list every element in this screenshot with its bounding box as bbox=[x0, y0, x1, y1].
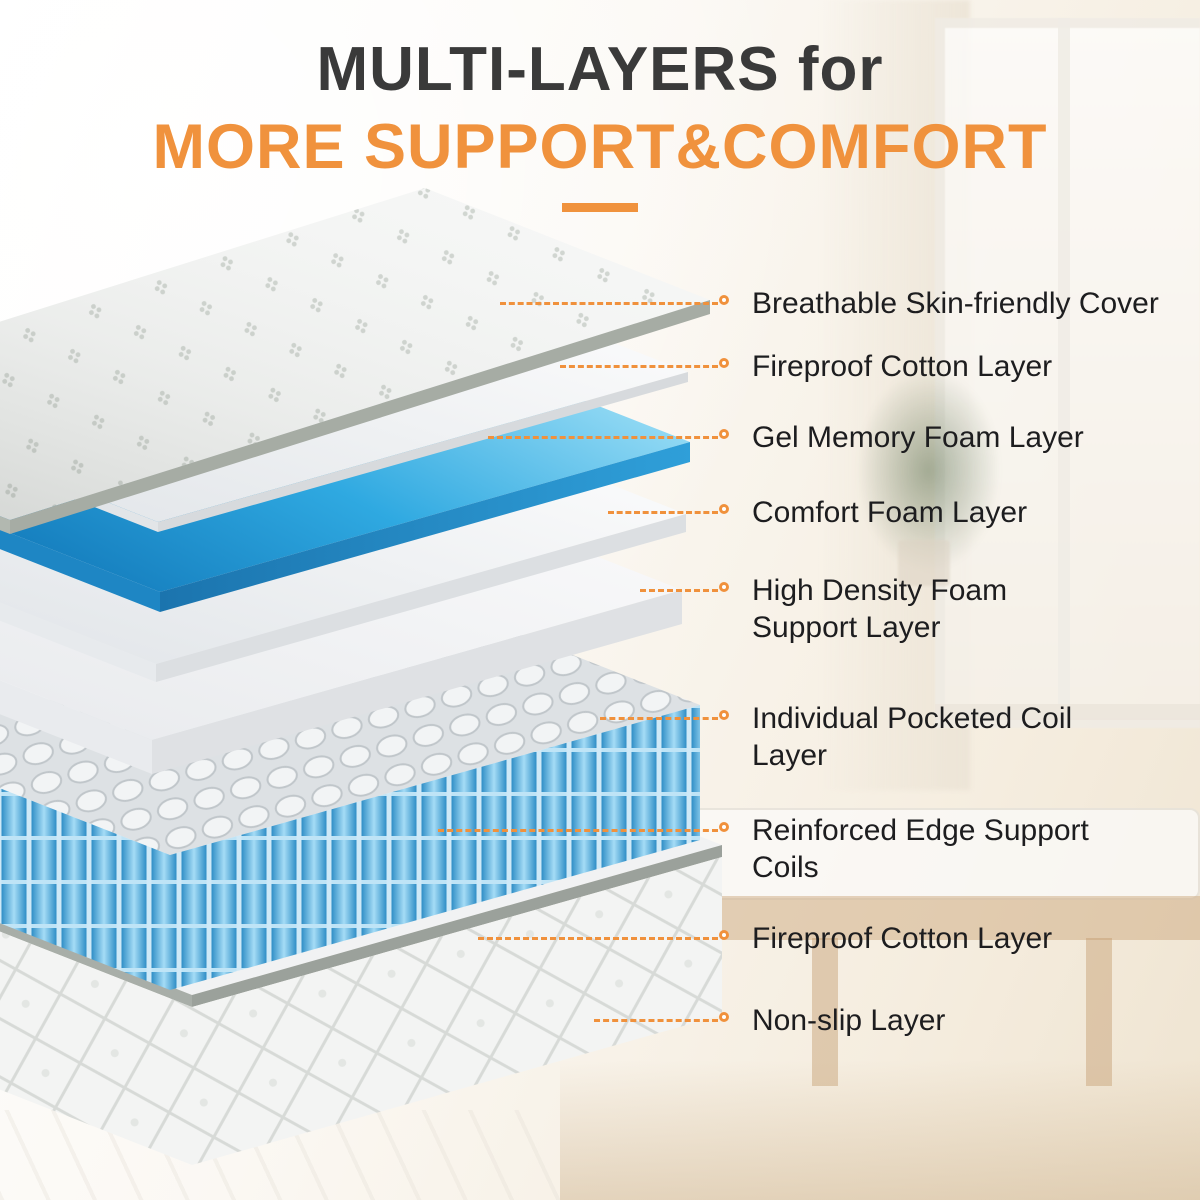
layer-label: Individual Pocketed Coil Layer bbox=[752, 702, 1073, 772]
layer-label: Reinforced Edge Support Coils bbox=[752, 814, 1089, 884]
window-sill bbox=[935, 704, 1200, 720]
leader-dot-icon bbox=[719, 504, 729, 514]
leader-line bbox=[594, 1019, 718, 1022]
leader-dot-icon bbox=[719, 295, 729, 305]
layer-label: Fireproof Cotton Layer bbox=[752, 350, 1053, 383]
leader-line bbox=[560, 365, 718, 368]
leader-dot-icon bbox=[719, 429, 729, 439]
layer-label: Gel Memory Foam Layer bbox=[752, 421, 1084, 454]
headline-line2: MORE SUPPORT&COMFORT bbox=[152, 112, 1048, 182]
layer-label: Comfort Foam Layer bbox=[752, 496, 1028, 529]
leader-dot-icon bbox=[719, 358, 729, 368]
leader-dot-icon bbox=[719, 822, 729, 832]
leader-line bbox=[600, 717, 718, 720]
layer-label: Fireproof Cotton Layer bbox=[752, 922, 1053, 955]
headline: MULTI-LAYERS for MORE SUPPORT&COMFORT bbox=[0, 34, 1200, 212]
leader-line bbox=[438, 829, 718, 832]
layer-label: Non-slip Layer bbox=[752, 1004, 946, 1037]
leader-dot-icon bbox=[719, 582, 729, 592]
layer-label: High Density Foam Support Layer bbox=[752, 574, 1008, 644]
leader-dot-icon bbox=[719, 930, 729, 940]
leader-dot-icon bbox=[719, 1012, 729, 1022]
bed-frame bbox=[676, 896, 1200, 940]
leader-line bbox=[640, 589, 718, 592]
leader-line bbox=[608, 511, 718, 514]
plant-pot bbox=[898, 540, 950, 586]
layer-label: Breathable Skin-friendly Cover bbox=[752, 287, 1159, 320]
window-mullion bbox=[1058, 18, 1070, 728]
leader-line bbox=[488, 436, 718, 439]
plant bbox=[856, 368, 1001, 573]
leader-line bbox=[478, 937, 718, 940]
leader-line bbox=[500, 302, 718, 305]
leader-dot-icon bbox=[719, 710, 729, 720]
headline-line1: MULTI-LAYERS for bbox=[316, 35, 884, 104]
